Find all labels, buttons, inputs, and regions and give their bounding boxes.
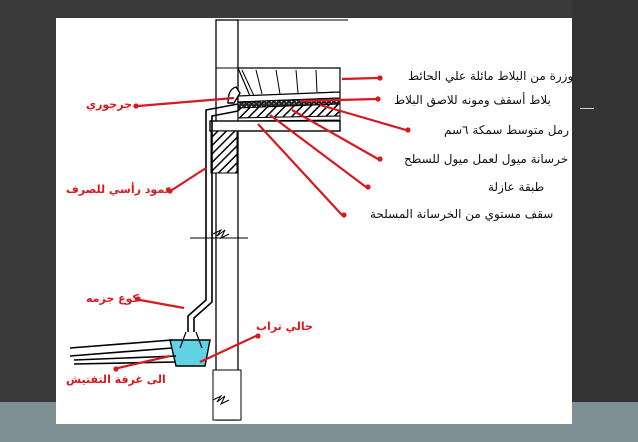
label-slope-concrete: خرسانة ميول لعمل ميول للسطح (404, 152, 569, 166)
drain-pipes-to-chamber (69, 339, 177, 365)
label-elbow: كوع جزمه (86, 292, 139, 305)
slide-decor-line (580, 108, 594, 109)
label-reinforced-slab: سقف مستوي من الخرسانة المسلحة (370, 207, 554, 221)
slide-right-strip (572, 0, 638, 402)
gully-trap (169, 331, 211, 367)
roof-layers (209, 91, 341, 132)
wall-hatch-section (210, 130, 238, 174)
leader-lines (117, 76, 407, 370)
label-gully-trap: جالي تراب (256, 320, 313, 333)
label-gargoyle: جرجوري (86, 98, 133, 111)
label-downpipe: عمود رأسي للصرف (66, 183, 173, 196)
downpipe (187, 103, 239, 332)
label-sand-layer: رمل متوسط سمكة ٦سم (444, 123, 569, 137)
label-to-inspection-chamber: الى غرفة التفتيش (66, 373, 166, 386)
label-skirting-tiles: وزرة من البلاط مائلة علي الحائط (408, 69, 574, 83)
parapet-wall (190, 19, 248, 421)
leader-dots (113, 75, 411, 372)
label-insulation: طبقة عازلة (488, 180, 545, 194)
label-floor-tiles-mortar: بلاط أسقف ومونه للاصق البلاط (394, 93, 551, 107)
skirting-tiles (237, 67, 341, 97)
